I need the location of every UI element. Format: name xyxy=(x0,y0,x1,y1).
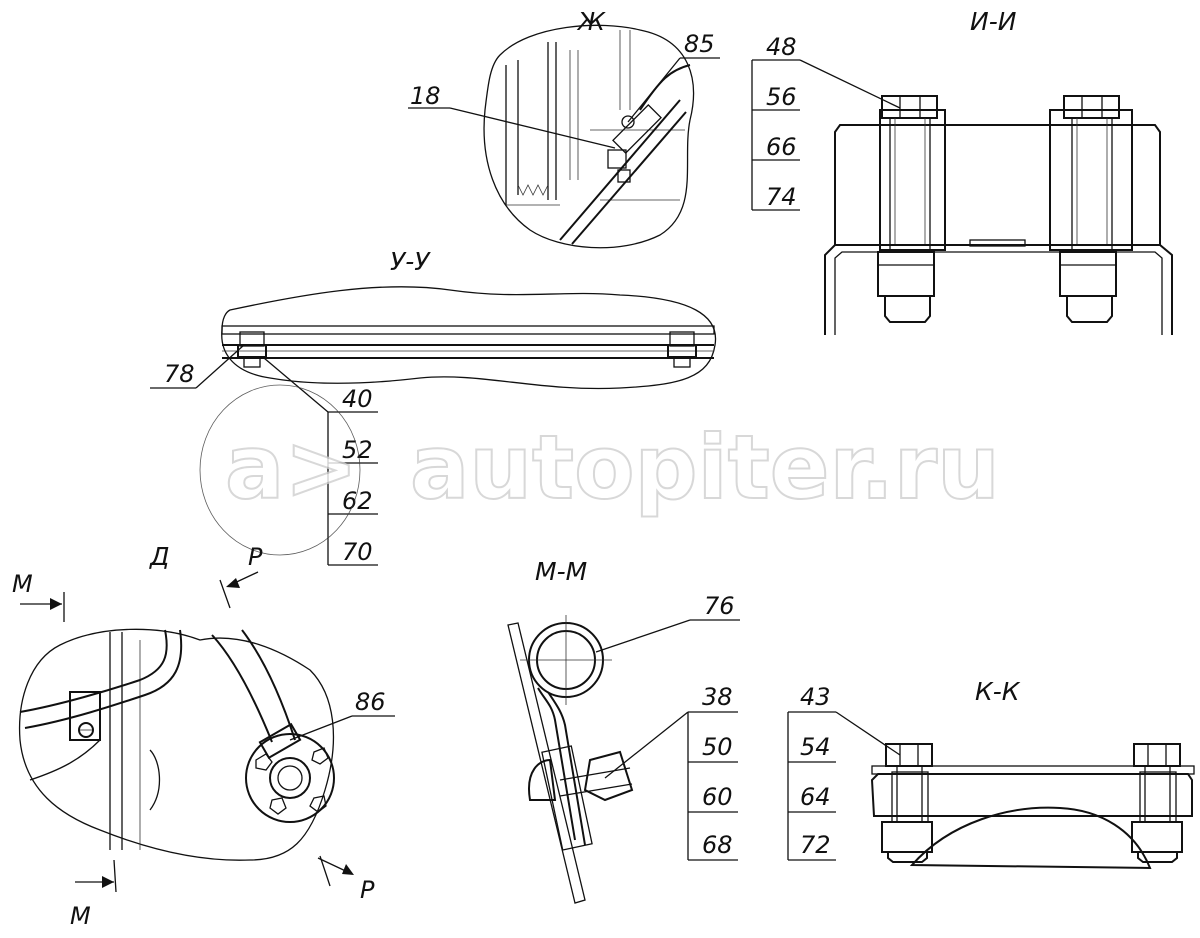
section-p-bottom: Р xyxy=(360,876,375,904)
view-kk-title: К-К xyxy=(975,677,1021,706)
section-m-top: М xyxy=(12,570,33,598)
view-zh-outline xyxy=(483,24,695,249)
view-kk: К-К 43 54 64 72 xyxy=(787,677,1195,870)
kk-bolt-head-left xyxy=(885,743,933,767)
kk-bar xyxy=(870,773,1193,817)
section-m-bottom: М xyxy=(70,902,91,930)
mm-nut xyxy=(583,750,634,802)
ii-item-1: 56 xyxy=(766,83,797,111)
ii-item-0: 48 xyxy=(766,33,797,61)
kk-bolt-head-right xyxy=(1133,743,1181,767)
uu-item-3: 70 xyxy=(342,538,373,566)
mm-panel xyxy=(507,622,586,904)
kk-mound xyxy=(909,806,1152,870)
ii-bolt-head-right xyxy=(1063,95,1120,119)
uu-item-0: 40 xyxy=(342,385,373,413)
ii-item-2: 66 xyxy=(766,133,797,161)
ii-callout-stack: 48 56 66 74 xyxy=(751,33,901,211)
uu-callout-stack: 40 52 62 70 xyxy=(263,357,378,566)
mm-item-0: 38 xyxy=(702,683,733,711)
mm-callout-stack: 38 50 60 68 xyxy=(604,683,738,861)
view-zh-body xyxy=(505,30,691,245)
section-p-top: Р xyxy=(248,543,263,571)
uu-fastener-left xyxy=(237,331,267,368)
callout-18: 18 xyxy=(410,82,441,110)
callout-76: 76 xyxy=(704,592,735,620)
watermark: a> autopiter.ru xyxy=(199,384,1001,556)
kk-item-2: 64 xyxy=(800,783,831,811)
ii-nut-left xyxy=(877,251,935,297)
kk-item-3: 72 xyxy=(800,831,831,859)
ii-bracket xyxy=(824,244,1173,335)
kk-callout-stack: 43 54 64 72 xyxy=(787,683,901,861)
view-d: Д М Р 86 М xyxy=(12,542,395,930)
watermark-logo: a> xyxy=(225,416,358,519)
uu-fastener-right xyxy=(667,331,697,368)
ii-block xyxy=(834,124,1161,246)
view-uu-outline xyxy=(221,286,717,390)
watermark-blob xyxy=(199,384,361,556)
view-uu-title: У-У xyxy=(390,247,431,276)
kk-item-1: 54 xyxy=(800,733,831,761)
mm-item-3: 68 xyxy=(702,831,733,859)
callout-86: 86 xyxy=(355,688,386,716)
view-mm: М-М 76 38 50 60 68 xyxy=(507,557,740,904)
view-ii: И-И 48 56 66 74 xyxy=(751,7,1173,335)
view-mm-title: М-М xyxy=(535,557,587,586)
ii-nut-right xyxy=(1059,251,1117,297)
callout-78: 78 xyxy=(164,360,195,388)
view-d-outline xyxy=(18,628,334,861)
view-zh-title: Ж xyxy=(576,7,606,36)
watermark-text: autopiter.ru xyxy=(410,416,1000,519)
kk-item-0: 43 xyxy=(800,683,831,711)
view-d-title: Д xyxy=(149,542,170,571)
uu-item-1: 52 xyxy=(342,436,373,464)
ii-bolt-head-left xyxy=(881,95,938,119)
view-uu: У-У 78 40 52 62 xyxy=(150,247,717,566)
d-flange xyxy=(245,733,335,823)
ii-item-3: 74 xyxy=(766,183,797,211)
view-ii-title: И-И xyxy=(970,7,1017,36)
callout-85: 85 xyxy=(684,30,715,58)
view-zh: Ж 85 18 xyxy=(408,7,720,249)
mm-item-1: 50 xyxy=(702,733,733,761)
mm-item-2: 60 xyxy=(702,783,733,811)
uu-plate xyxy=(221,325,715,335)
